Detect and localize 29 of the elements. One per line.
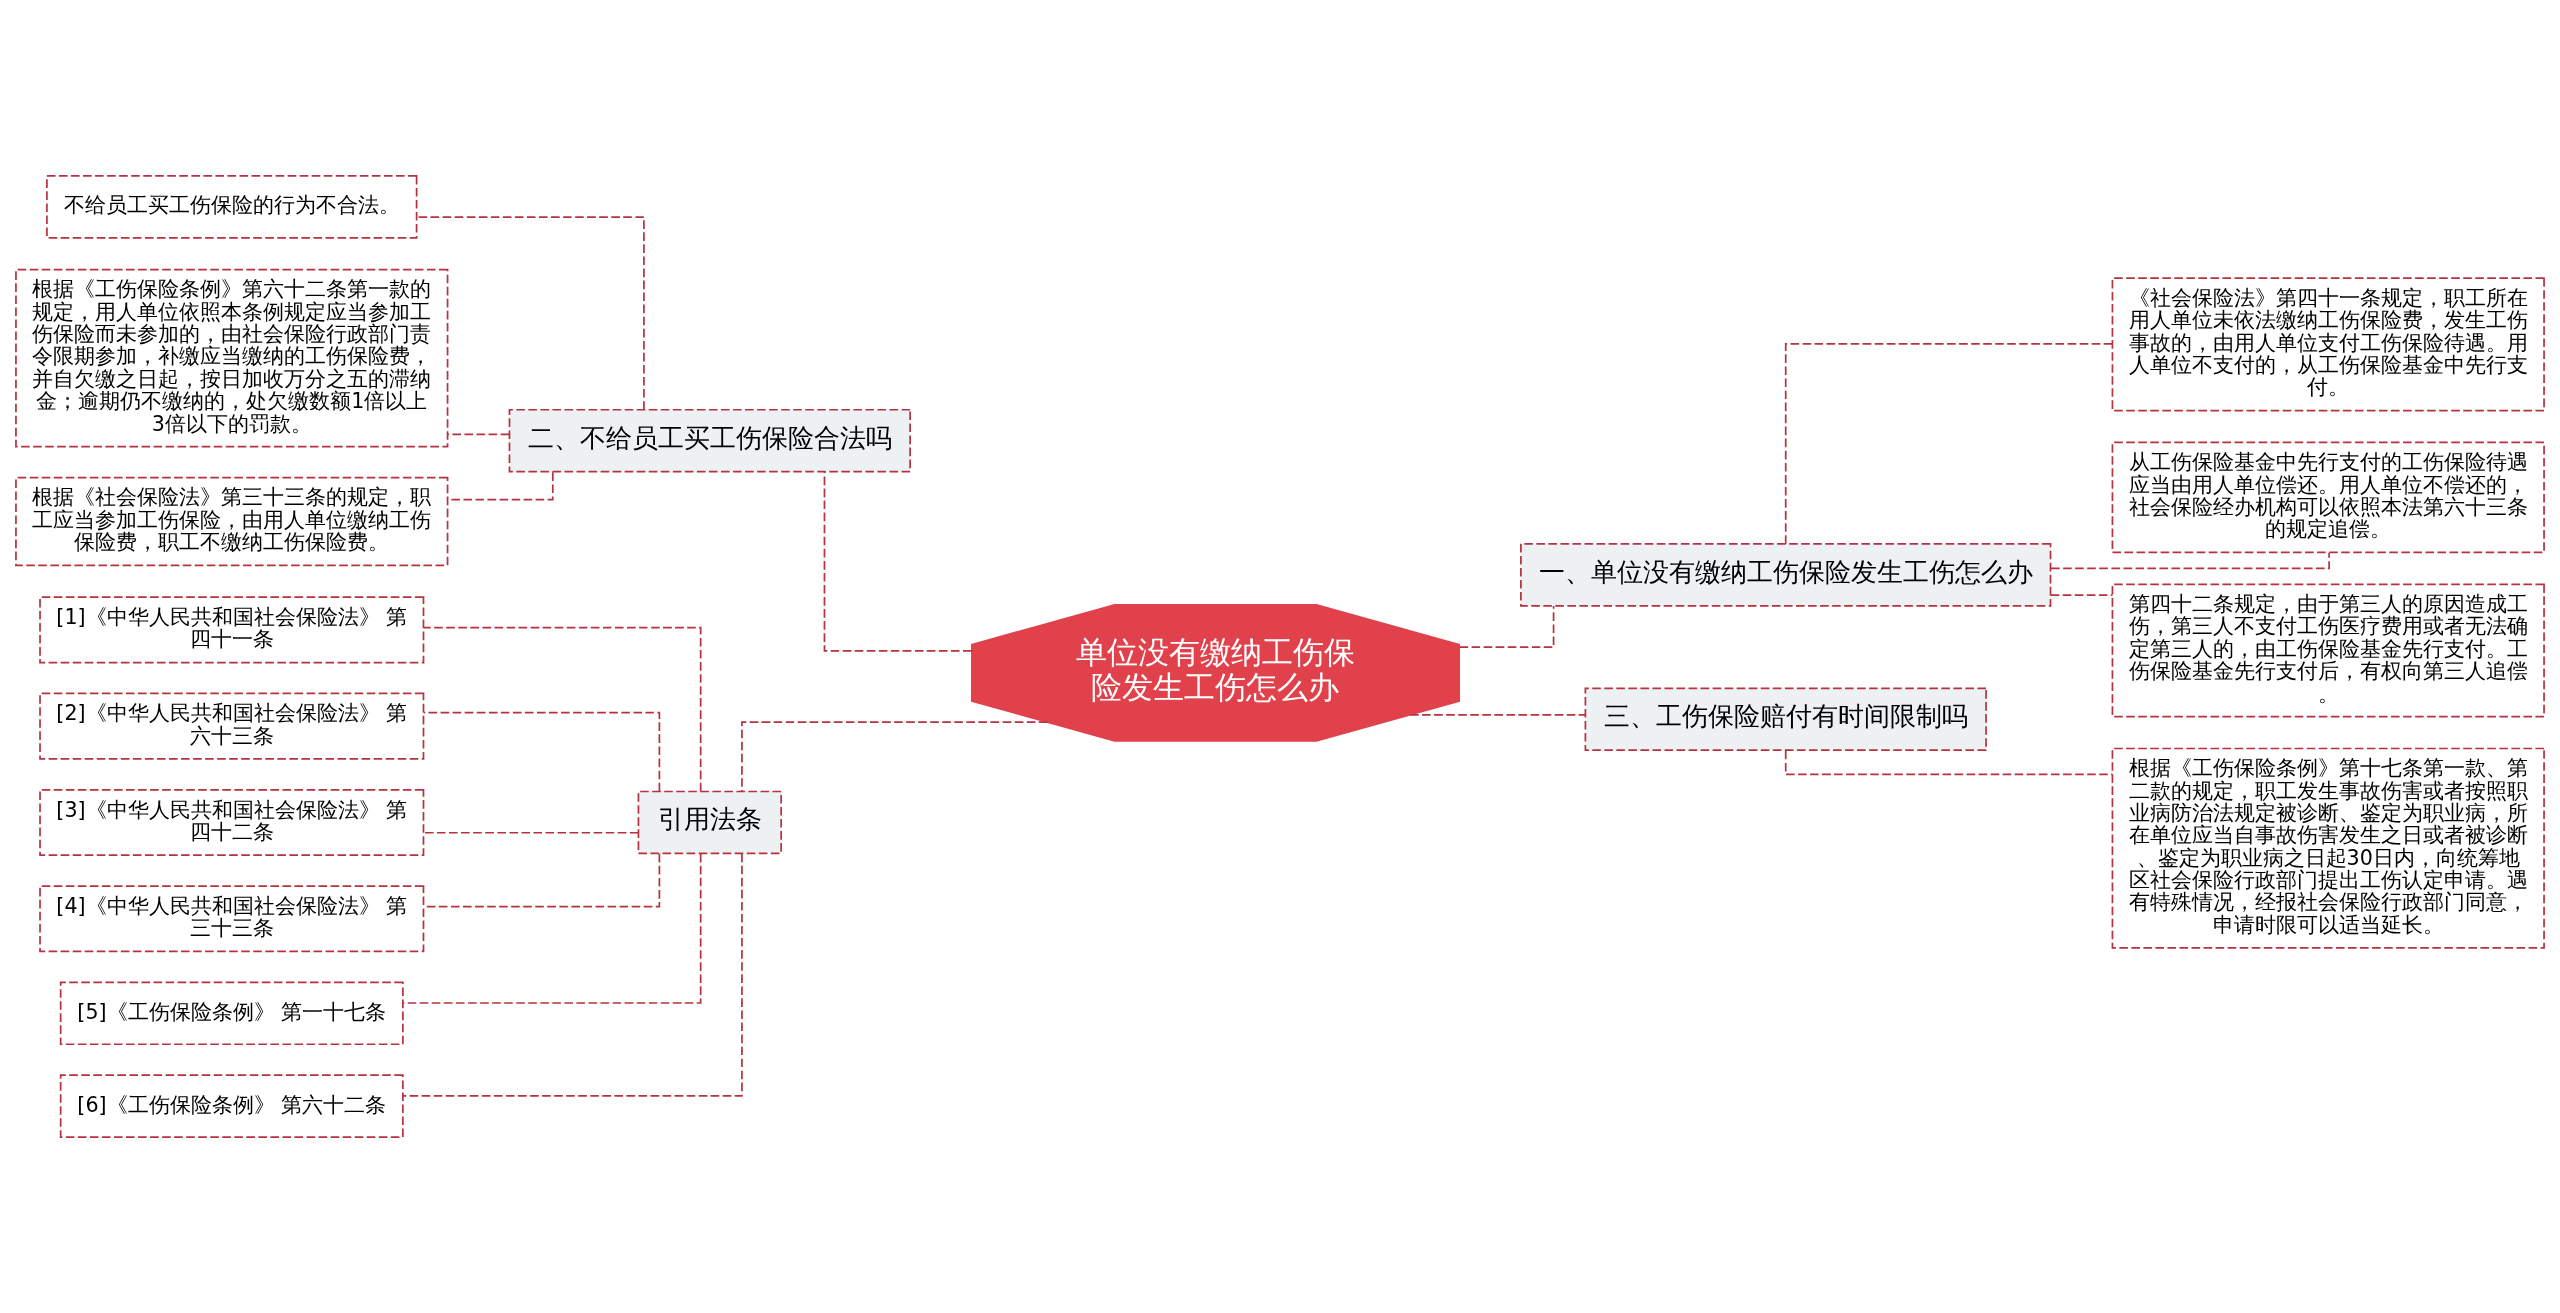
node-box: 不给员工买工伤保险的行为不合法。 xyxy=(46,175,418,239)
connector xyxy=(741,721,1049,793)
node-box: 根据《工伤保险条例》第六十二条第一款的规定，用人单位依照本条例规定应当参加工伤保险而未参加的，由社会保险行政部门责令限期参加，补缴应当缴纳的工伤保险费，并自欠缴之日起，按日加收万分之五的滞纳金；逾期仍不缴纳的，处欠缴数额1倍以上3倍以下的罚款。 xyxy=(15,268,449,448)
connector xyxy=(2049,594,2114,596)
connector xyxy=(1458,605,1555,648)
node-box: 从工伤保险基金中先行支付的工伤保险待遇应当由用人单位偿还。用人单位不偿还的，社会保险经办机构可以依照本法第六十三条的规定追偿。 xyxy=(2111,441,2545,554)
node-box: [2]《中华人民共和国社会保险法》 第六十三条 xyxy=(39,692,425,760)
node-box: 根据《社会保险法》第三十三条的规定，职工应当参加工伤保险，由用人单位缴纳工伤保险费，职工不缴纳工伤保险费。 xyxy=(15,476,449,567)
node-box: 根据《工伤保险条例》第十七条第一款、第二款的规定，职工发生事故伤害或者按照职业病防治法规定被诊断、鉴定为职业病，所在单位应当自事故伤害发生之日或者被诊断、鉴定为职业病之日起30日内，向统筹地区社会保险行政部门提出工伤认定申请。遇有特殊情况，经报社会保险行政部门同意，申请时限可以适当延长。 xyxy=(2111,747,2545,949)
connector xyxy=(422,711,661,793)
connector xyxy=(447,433,510,436)
node-box: 第四十二条规定，由于第三人的原因造成工伤，第三人不支付工伤医疗费用或者无法确定第三人的，由工伤保险基金先行支付。工伤保险基金先行支付后，有权向第三人追偿。 xyxy=(2111,583,2545,718)
connector xyxy=(823,470,973,652)
connector xyxy=(1784,343,2114,545)
connector xyxy=(402,853,702,1004)
node-box: [4]《中华人民共和国社会保险法》 第三十三条 xyxy=(39,885,425,953)
node-box: 二、不给员工买工伤保险合法吗 xyxy=(508,408,911,473)
connector xyxy=(422,831,640,834)
connector xyxy=(422,626,702,792)
node-box: 引用法条 xyxy=(637,790,782,855)
node-box: [5]《工伤保险条例》 第一十七条 xyxy=(59,981,404,1046)
node-box: [1]《中华人民共和国社会保险法》 第四十一条 xyxy=(39,596,425,664)
connector xyxy=(402,852,743,1097)
node-box: [6]《工伤保险条例》 第六十二条 xyxy=(59,1074,404,1138)
connector xyxy=(1409,713,1586,716)
node-box: 三、工伤保险赔付有时间限制吗 xyxy=(1584,687,1987,752)
node-box: 一、单位没有缴纳工伤保险发生工伤怎么办 xyxy=(1520,543,2052,607)
node-box: 《社会保险法》第四十一条规定，职工所在用人单位未依法缴纳工伤保险费，发生工伤事故的，由用人单位支付工伤保险待遇。用人单位不支付的，从工伤保险基金中先行支付。 xyxy=(2111,277,2545,412)
node-box: [3]《中华人民共和国社会保险法》 第四十二条 xyxy=(39,788,425,856)
